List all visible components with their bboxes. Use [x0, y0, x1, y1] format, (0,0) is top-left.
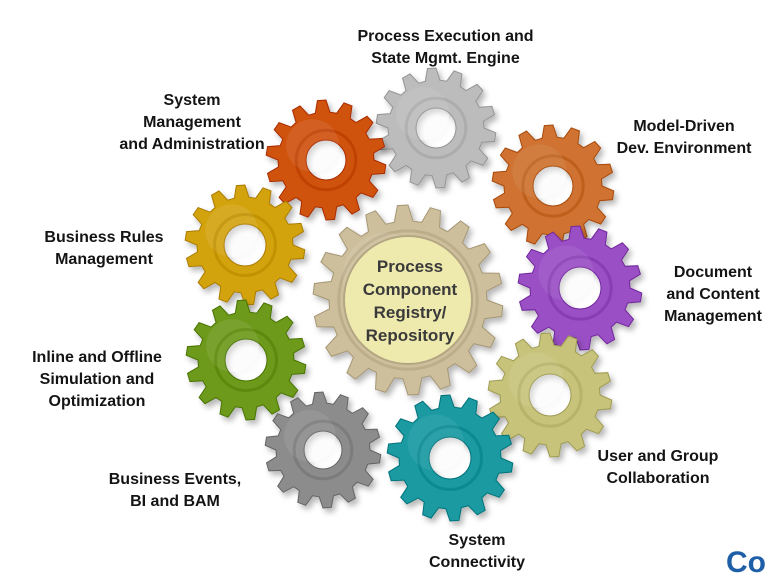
gear-model-driven	[491, 124, 615, 248]
gear-inline-offline	[185, 299, 307, 421]
label-business-events: Business Events, BI and BAM	[108, 471, 242, 510]
gear-user-group	[487, 332, 613, 458]
label-document-content: Document and Content Management	[664, 264, 762, 325]
logo-fragment: Co	[726, 546, 766, 579]
gear-center	[312, 204, 504, 396]
label-process-execution: Process Execution and State Mgmt. Engine	[357, 28, 534, 67]
gear-business-rules	[184, 184, 306, 306]
gear-business-events	[264, 391, 382, 509]
gear-document-content	[517, 225, 643, 351]
label-business-rules: Business Rules Management	[44, 229, 164, 268]
gear-system-management	[265, 99, 387, 221]
label-user-group: User and Group Collaboration	[597, 448, 719, 487]
label-system-connectivity: System Connectivity	[428, 532, 525, 571]
center-gear-label: Process Component Registry/ Repository	[362, 257, 458, 345]
gear-process-execution	[375, 67, 497, 189]
label-inline-offline: Inline and Offline Simulation and Optimi…	[32, 349, 162, 410]
label-system-management: System Management and Administration	[119, 92, 265, 153]
gear-system-connectivity	[386, 394, 514, 522]
label-model-driven: Model-Driven Dev. Environment	[616, 118, 752, 157]
